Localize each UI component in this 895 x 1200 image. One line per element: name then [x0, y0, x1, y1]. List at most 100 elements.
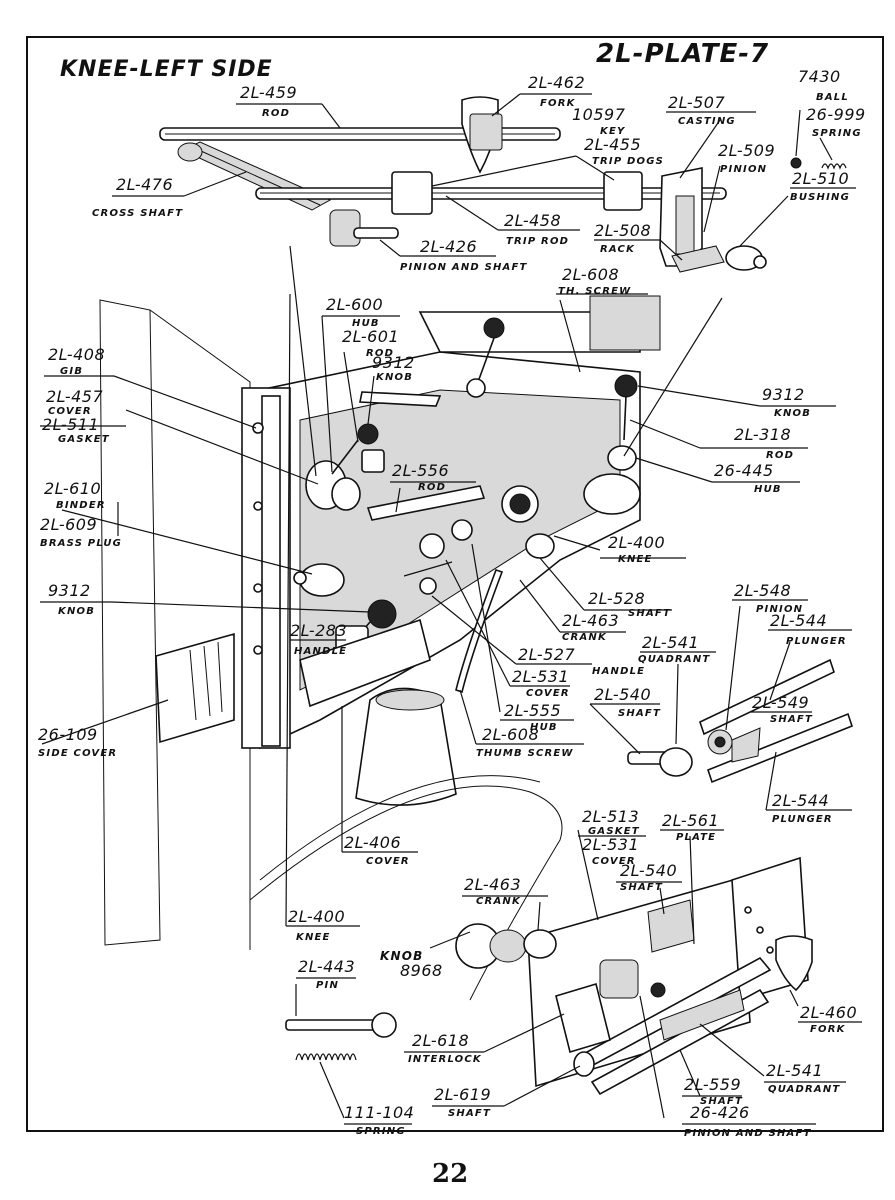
plunger-quadrant-assembly [627, 658, 853, 784]
label-9312-b-number: 9312 [762, 385, 805, 404]
label-2l-318-name: ROD [766, 450, 794, 461]
label-111-104-name: SPRING [356, 1126, 406, 1137]
label-2l-400-a-number: 2L-400 [608, 533, 665, 552]
label-2l-459-number: 2L-459 [240, 83, 297, 102]
label-2l-608-number: 2L-608 [562, 265, 619, 284]
plate-border [26, 36, 884, 1132]
label-2l-544-a-name: PLUNGER [786, 636, 847, 647]
label-2l-619-name: SHAFT [448, 1108, 491, 1119]
label-2l-459-name: ROD [262, 108, 290, 119]
label-26-999-number: 26-999 [806, 105, 866, 124]
label-2l-528-name: SHAFT [628, 608, 671, 619]
label-2l-511-name: GASKET [58, 434, 110, 445]
label-2l-600-name: HUB [352, 318, 380, 329]
label-2l-408-name: GIB [60, 366, 83, 377]
plate-number: 2L-PLATE-7 [596, 39, 769, 69]
label-2l-531-a-number: 2L-531 [512, 667, 569, 686]
label-26-426-number: 26-426 [690, 1103, 750, 1122]
label-9312-c-number: 9312 [48, 581, 91, 600]
label-2l-608-b-name: THUMB SCREW [476, 748, 574, 759]
label-2l-457-number: 2L-457 [46, 387, 103, 406]
label-2l-400-b-number: 2L-400 [288, 907, 345, 926]
label-2l-509-name: PINION [720, 164, 767, 175]
label-knob-8968-number: 8968 [400, 961, 443, 980]
label-2l-460-name: FORK [810, 1024, 846, 1035]
label-26-426-name: PINION AND SHAFT [684, 1128, 812, 1139]
label-knob-8968-name: KNOB [380, 949, 424, 963]
label-2l-283-number: 2L-283 [290, 621, 347, 640]
label-2l-531-b-name: COVER [592, 856, 636, 867]
label-2l-400-b-name: KNEE [296, 932, 331, 943]
label-2l-540-a-name: SHAFT [618, 708, 661, 719]
label-2l-426-name: PINION AND SHAFT [400, 262, 528, 273]
label-2l-460-number: 2L-460 [800, 1003, 857, 1022]
label-2l-619-number: 2L-619 [434, 1085, 491, 1104]
label-2l-544-a-number: 2L-544 [770, 611, 827, 630]
label-2l-527-number: 2L-527 [518, 645, 575, 664]
plate-title: KNEE-LEFT SIDE [60, 57, 273, 82]
label-9312-b-name: KNOB [774, 408, 811, 419]
label-2l-400-a-name: KNEE [618, 554, 653, 565]
label-2l-610-name: BINDER [56, 500, 106, 511]
label-2l-608-b-number: 2L-608 [482, 725, 539, 744]
label-2l-463-a-name: CRANK [562, 632, 607, 643]
label-2l-541-a-name: QUADRANT [638, 654, 710, 665]
label-2l-541-b-name: QUADRANT [768, 1084, 840, 1095]
label-2l-462-name: FORK [540, 98, 576, 109]
label-2l-556-number: 2L-556 [392, 461, 449, 480]
label-2l-406-name: COVER [366, 856, 410, 867]
label-2l-549-number: 2L-549 [752, 693, 809, 712]
label-2l-609-number: 2L-609 [40, 515, 97, 534]
label-2l-507-name: CASTING [678, 116, 736, 127]
label-2l-513-number: 2L-513 [582, 807, 639, 826]
page-number: 22 [432, 1159, 468, 1189]
label-2l-406-number: 2L-406 [344, 833, 401, 852]
label-2l-540-b-name: SHAFT [620, 882, 663, 893]
label-2l-531-b-number: 2L-531 [582, 835, 639, 854]
label-2l-457-name: COVER [48, 406, 92, 417]
label-2l-458-name: TRIP ROD [506, 236, 569, 247]
label-9312-a-number: 9312 [372, 353, 415, 372]
label-2l-559-number: 2L-559 [684, 1075, 741, 1094]
label-2l-509-number: 2L-509 [718, 141, 775, 160]
label-26-445-name: HUB [754, 484, 782, 495]
label-2l-600-number: 2L-600 [326, 295, 383, 314]
label-2l-510-name: BUSHING [790, 192, 850, 203]
label-26-999-name: SPRING [812, 128, 862, 139]
label-2l-556-name: ROD [418, 482, 446, 493]
label-7430-name: BALL [816, 92, 849, 103]
label-2l-318-number: 2L-318 [734, 425, 791, 444]
top-rod-assembly [159, 96, 847, 273]
label-2l-608-name: TH. SCREW [558, 286, 631, 297]
label-2l-508-name: RACK [600, 244, 635, 255]
bottom-assembly [285, 856, 813, 1096]
label-2l-561-number: 2L-561 [662, 811, 719, 830]
label-2l-443-name: PIN [316, 980, 339, 991]
label-2l-540-a-number: 2L-540 [594, 685, 651, 704]
label-2l-458-number: 2L-458 [504, 211, 561, 230]
label-2l-511-number: 2L-511 [42, 415, 99, 434]
label-2l-426-number: 2L-426 [420, 237, 477, 256]
label-2l-601-number: 2L-601 [342, 327, 399, 346]
label-2l-540-b-number: 2L-540 [620, 861, 677, 880]
label-2l-618-number: 2L-618 [412, 1031, 469, 1050]
label-2l-559-name: SHAFT [700, 1096, 743, 1107]
label-2l-527-name: HANDLE [592, 666, 645, 677]
label-10597-name: KEY [600, 126, 626, 137]
label-2l-507-number: 2L-507 [668, 93, 725, 112]
leader-lines [40, 93, 862, 1125]
label-26-109-number: 26-109 [38, 725, 98, 744]
label-2l-463-b-name: CRANK [476, 896, 521, 907]
label-7430-number: 7430 [798, 67, 841, 86]
label-2l-610-number: 2L-610 [44, 479, 101, 498]
label-2l-513-name: GASKET [588, 826, 640, 837]
callout-labels: 2L-459 ROD 2L-462 FORK 10597 KEY 2L-455 … [38, 67, 866, 1139]
label-2l-510-number: 2L-510 [792, 169, 849, 188]
label-10597-number: 10597 [572, 105, 626, 124]
label-2l-548-name: PINION [756, 604, 803, 615]
label-2l-609-name: BRASS PLUG [40, 538, 122, 549]
knee-body [99, 295, 661, 1001]
label-2l-476-name: CROSS SHAFT [92, 208, 183, 219]
label-2l-462-number: 2L-462 [528, 73, 585, 92]
